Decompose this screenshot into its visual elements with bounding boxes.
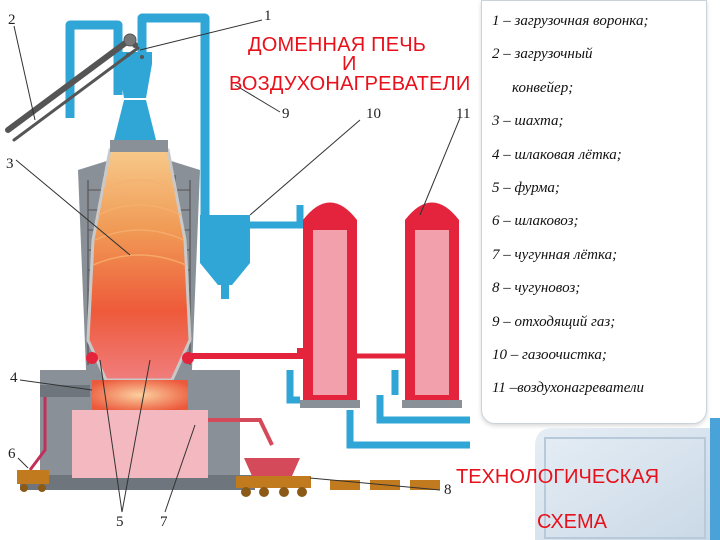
gas-main-pipe <box>248 205 304 229</box>
furnace-base <box>72 410 208 478</box>
callout-9: 9 <box>282 106 290 122</box>
footer-title-line-2: СХЕМА <box>537 511 607 533</box>
title-line-3: ВОЗДУХОНАГРЕВАТЕЛИ <box>229 73 471 95</box>
legend-item-10: 10 – газоочистка; <box>492 346 607 363</box>
callout-3: 3 <box>6 156 14 172</box>
callout-7: 7 <box>160 514 168 530</box>
legend-item-3: 3 – шахта; <box>492 113 564 130</box>
legend-panel: 1 – загрузочная воронка; 2 – загрузочный… <box>481 0 707 424</box>
charging-hopper <box>110 42 168 152</box>
furnace-shaft <box>86 148 192 382</box>
legend-item-7: 7 – чугунная лётка; <box>492 246 618 263</box>
stove-2 <box>402 202 462 408</box>
hot-metal-car <box>236 458 311 497</box>
title-line-1: ДОМЕННАЯ ПЕЧЬ <box>248 34 427 56</box>
callout-1: 1 <box>264 8 272 24</box>
shaft-layers <box>92 179 187 266</box>
tuyere-ring <box>86 352 194 364</box>
legend-item-2: 2 – загрузочный <box>492 46 593 63</box>
title-line-2: И <box>342 53 357 75</box>
slide-decoration <box>535 418 720 540</box>
legend-item-5: 5 – фурма; <box>492 179 560 196</box>
callout-4: 4 <box>10 370 18 386</box>
legend-item-4: 4 – шлаковая лётка; <box>492 146 622 163</box>
legend-item-9: 9 – отходящий газ; <box>492 313 616 330</box>
callout-5: 5 <box>116 514 124 530</box>
legend-item-1: 1 – загрузочная воронка; <box>492 13 649 29</box>
gas-cleaner <box>200 215 250 299</box>
callout-6: 6 <box>8 446 16 462</box>
stove-pipes <box>286 370 470 449</box>
skip-conveyor <box>5 33 140 142</box>
callout-10: 10 <box>366 106 381 122</box>
legend-item-11: 11 –воздухонагреватели <box>492 380 645 397</box>
callout-2: 2 <box>8 12 16 28</box>
hot-blast-pipe <box>192 348 303 359</box>
legend-item-2-cont: конвейер; <box>512 79 574 96</box>
callout-11: 11 <box>456 106 470 122</box>
legend-item-6: 6 – шлаковоз; <box>492 213 579 230</box>
stove-1 <box>300 202 360 408</box>
legend-item-8: 8 – чугуновоз; <box>492 280 581 297</box>
iron-runner <box>208 418 274 446</box>
slag-car <box>17 470 49 492</box>
callout-8: 8 <box>444 482 452 498</box>
footer-title-line-1: ТЕХНОЛОГИЧЕСКАЯ <box>456 466 660 488</box>
leader-lines <box>13 19 461 513</box>
furnace-hearth <box>92 380 188 410</box>
